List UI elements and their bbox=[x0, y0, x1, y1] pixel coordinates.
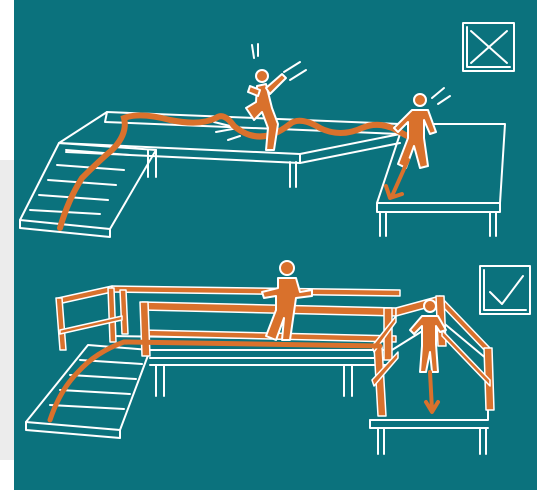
teal-background bbox=[14, 0, 537, 490]
frame-fade bbox=[0, 160, 16, 460]
